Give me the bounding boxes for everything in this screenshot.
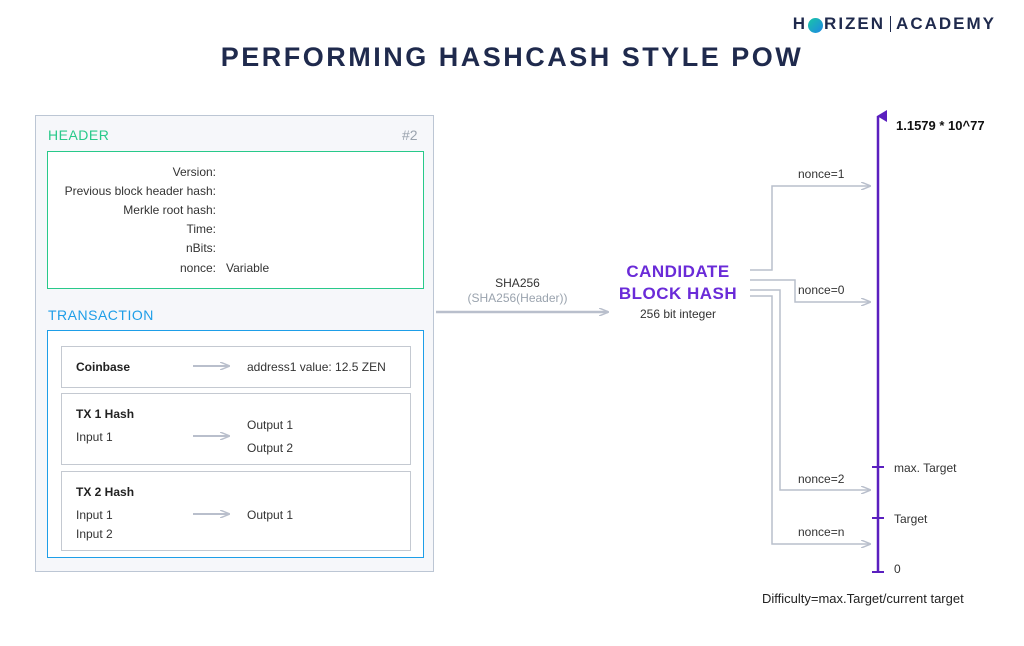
field-merkle-root: Merkle root hash: <box>123 203 216 217</box>
brand-h: H <box>792 14 808 33</box>
max-target-label: max. Target <box>894 461 957 475</box>
nonce-0-label: nonce=0 <box>798 283 845 297</box>
nonce-1-connector <box>750 186 870 271</box>
axis-zero-label: 0 <box>894 562 901 576</box>
sha256-label: SHA256 <box>495 276 540 290</box>
field-nonce: nonce: <box>179 261 216 275</box>
header-label: HEADER <box>48 127 110 143</box>
nonce-1-label: nonce=1 <box>798 167 845 181</box>
candidate-title-line1: CANDIDATE <box>626 262 730 281</box>
tx2-input-2: Input 2 <box>76 527 113 541</box>
candidate-subtitle: 256 bit integer <box>639 307 717 321</box>
nonce-0-connector <box>750 279 870 302</box>
coinbase-label: Coinbase <box>76 360 131 374</box>
header-box <box>47 151 424 289</box>
tx1-output-1: Output 1 <box>247 418 294 432</box>
target-label: Target <box>894 512 928 526</box>
brand-academy: ACADEMY <box>896 14 996 33</box>
transaction-label: TRANSACTION <box>48 307 154 323</box>
tx2-title: TX 2 Hash <box>76 485 135 499</box>
coinbase-card <box>61 346 411 388</box>
coinbase-output: address1 value: 12.5 ZEN <box>247 360 386 374</box>
page-title: PERFORMING HASHCASH STYLE POW <box>220 42 804 72</box>
tx1-title: TX 1 Hash <box>76 407 135 421</box>
nonce-2-connector <box>750 289 870 490</box>
candidate-title-line2: BLOCK HASH <box>618 284 738 303</box>
brand-rizen: RIZEN <box>824 14 886 33</box>
nonce-n-label: nonce=n <box>798 525 845 539</box>
tx1-card <box>61 393 411 465</box>
field-nbits: nBits: <box>185 241 216 255</box>
tx2-card <box>61 471 411 551</box>
axis-max-value: 1.1579 * 10^77 <box>896 118 985 133</box>
tx1-input: Input 1 <box>76 430 113 444</box>
logo-o-icon <box>808 17 824 33</box>
sha256-sublabel: (SHA256(Header)) <box>467 291 568 305</box>
difficulty-formula: Difficulty=max.Target/current target <box>762 591 964 606</box>
nonce-value: Variable <box>226 261 270 275</box>
field-prev-hash: Previous block header hash: <box>64 184 216 198</box>
horizen-academy-logo: H RIZEN ACADEMY <box>793 14 996 34</box>
tx1-output-2: Output 2 <box>247 441 294 455</box>
field-version: Version: <box>172 165 216 179</box>
nonce-2-label: nonce=2 <box>798 472 845 486</box>
tx2-output: Output 1 <box>247 508 294 522</box>
nonce-n-connector <box>750 295 870 544</box>
block-number: #2 <box>402 127 418 143</box>
tx2-input-1: Input 1 <box>76 508 113 522</box>
brand-divider <box>890 16 892 32</box>
field-time: Time: <box>186 222 216 236</box>
